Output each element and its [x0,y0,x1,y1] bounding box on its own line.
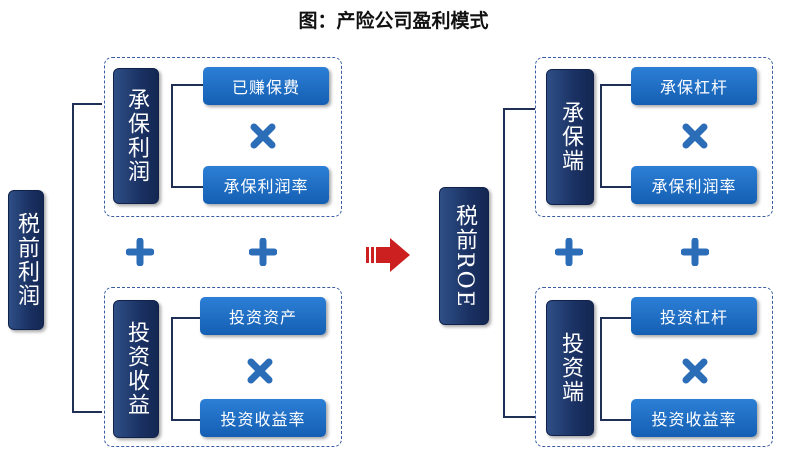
underwriting-profit-box: 承保利润 [113,68,159,204]
investment-income-box: 投资收益 [113,300,159,438]
investment-yield-pill: 投资收益率 [200,399,326,437]
underwriting-side-group [535,57,773,217]
multiply-icon [682,123,708,149]
multiply-icon [250,123,276,149]
underwriting-margin-pill: 承保利润率 [203,166,329,204]
investment-income-group [104,287,342,447]
underwriting-margin-pill-right: 承保利润率 [631,166,757,204]
underwriting-side-label: 承保端 [558,101,583,173]
multiply-icon [247,358,273,384]
pretax-roe-box: 税前ROE [439,187,489,325]
right-main-bracket [503,108,505,418]
figure-title: 图：产险公司盈利模式 [298,10,489,32]
plus-icon [249,238,277,266]
investment-income-label: 投资收益 [124,321,149,417]
investment-side-group [535,287,773,447]
investment-side-label: 投资端 [558,332,583,404]
underwriting-profit-label: 承保利润 [124,88,149,184]
pretax-profit-box: 税前利润 [8,190,44,330]
investment-leverage-pill: 投资杠杆 [631,297,757,335]
underwriting-leverage-pill: 承保杠杆 [631,67,757,105]
pretax-profit-label: 税前利润 [14,212,39,308]
earned-premium-pill: 已赚保费 [203,67,329,105]
investment-side-box: 投资端 [546,300,594,436]
multiply-icon [682,358,708,384]
underwriting-profit-group [104,57,342,217]
pretax-roe-label: 税前ROE [452,203,477,309]
investment-yield-pill-right: 投资收益率 [631,399,757,437]
left-main-bracket [72,103,74,413]
plus-icon [555,238,583,266]
plus-icon [681,238,709,266]
right-arrow-icon [366,238,410,272]
plus-icon [126,238,154,266]
underwriting-side-box: 承保端 [546,69,594,205]
investment-assets-pill: 投资资产 [200,297,326,335]
